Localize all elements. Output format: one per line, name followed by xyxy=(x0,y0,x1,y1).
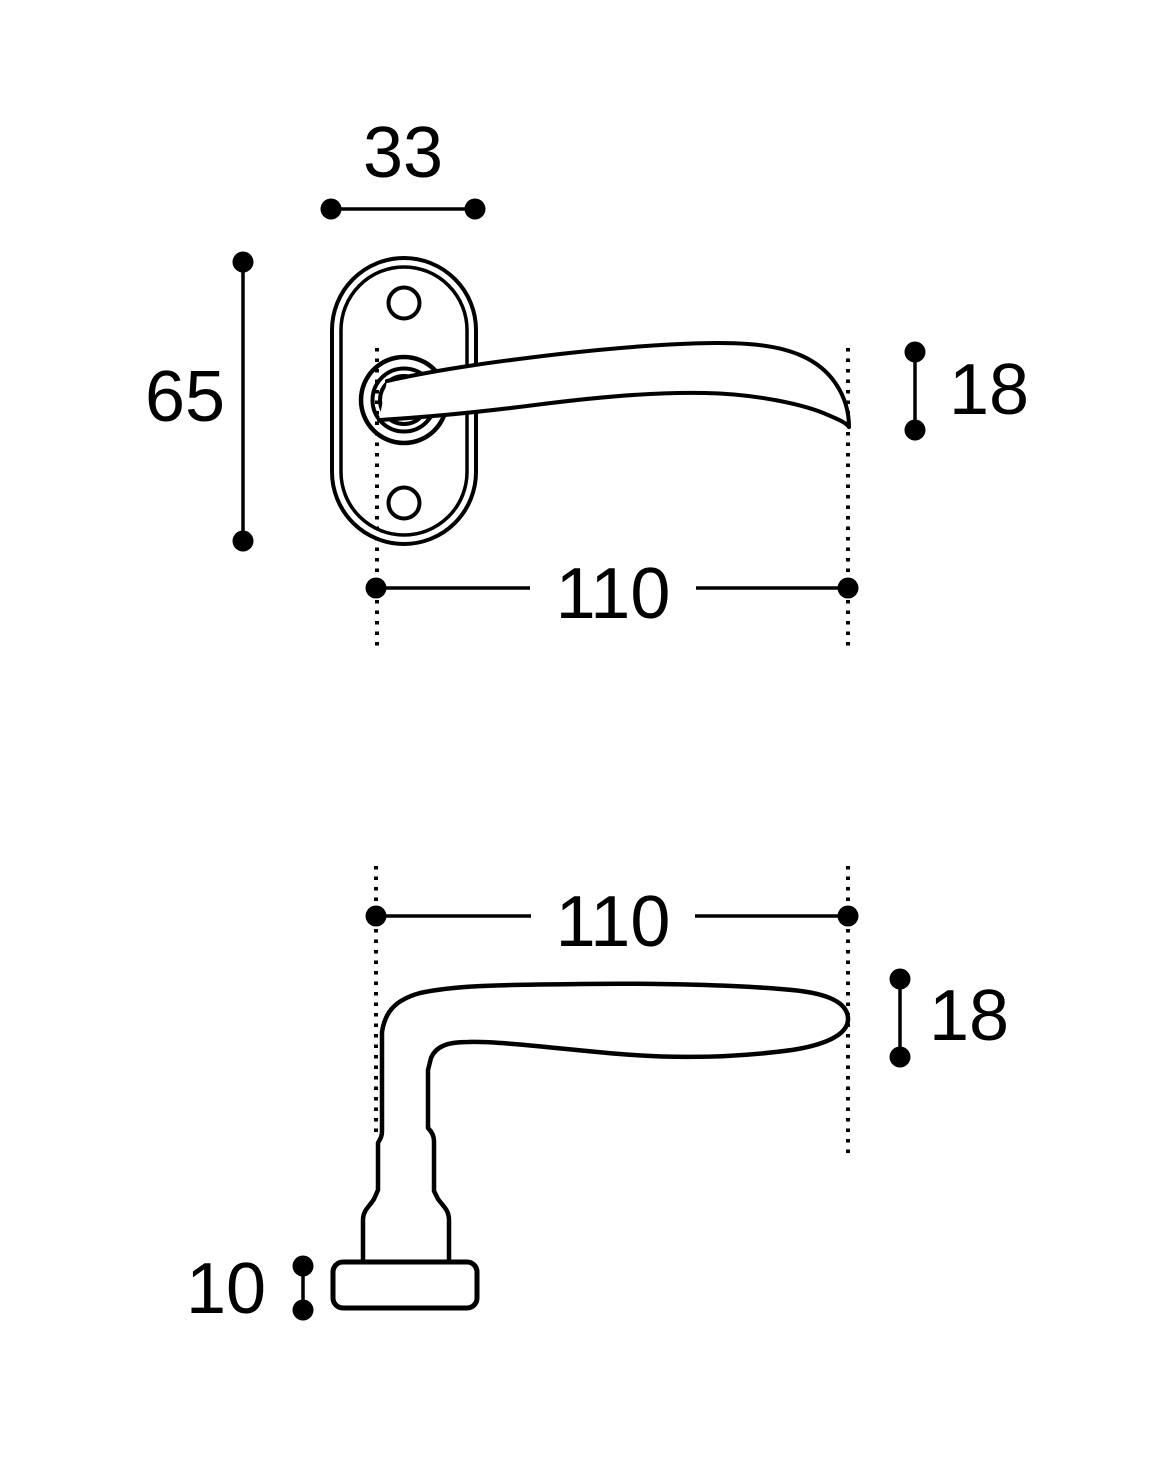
lever-side-profile xyxy=(360,981,851,1265)
lever-handle-bottom-edge xyxy=(377,390,851,429)
dim-endpoint-dot xyxy=(365,905,387,927)
dim-handle-length: 110 xyxy=(365,554,859,634)
dim-endpoint-dot xyxy=(889,1046,911,1068)
lever-handle-top-edge xyxy=(385,341,851,429)
dim-label-handle-thickness: 18 xyxy=(929,976,1009,1056)
dim-endpoint-dot xyxy=(889,968,911,990)
dim-plate-height: 65 xyxy=(145,251,254,552)
dim-label-plate-height: 65 xyxy=(145,357,225,437)
dim-endpoint-dot xyxy=(292,1299,314,1321)
rose-base xyxy=(330,1259,480,1311)
dim-endpoint-dot xyxy=(320,198,342,220)
dim-endpoint-dot xyxy=(464,198,486,220)
dim-endpoint-dot xyxy=(365,577,387,599)
dim-label-rose-height: 10 xyxy=(186,1249,266,1329)
dim-endpoint-dot xyxy=(837,905,859,927)
dim-endpoint-dot xyxy=(292,1255,314,1277)
dim-label-handle-length: 110 xyxy=(556,554,671,634)
dim-handle-tip-depth: 18 xyxy=(904,341,1029,441)
dim-label-handle-length-side: 110 xyxy=(556,882,671,962)
dim-endpoint-dot xyxy=(232,251,254,273)
dim-endpoint-dot xyxy=(904,341,926,363)
dim-label-tip-depth: 18 xyxy=(949,350,1029,430)
dim-label-plate-width: 33 xyxy=(363,113,443,193)
side-view: 110 18 10 xyxy=(186,866,1009,1329)
front-view: 33 65 110 xyxy=(145,113,1029,646)
dim-rose-height: 10 xyxy=(186,1249,314,1329)
dim-handle-thickness: 18 xyxy=(889,968,1009,1068)
dim-endpoint-dot xyxy=(232,530,254,552)
dim-handle-length-side: 110 xyxy=(365,882,859,962)
screw-hole-top xyxy=(386,285,422,321)
dim-endpoint-dot xyxy=(904,419,926,441)
dim-plate-width: 33 xyxy=(320,113,486,220)
screw-hole-bottom xyxy=(386,485,422,521)
dim-endpoint-dot xyxy=(837,577,859,599)
